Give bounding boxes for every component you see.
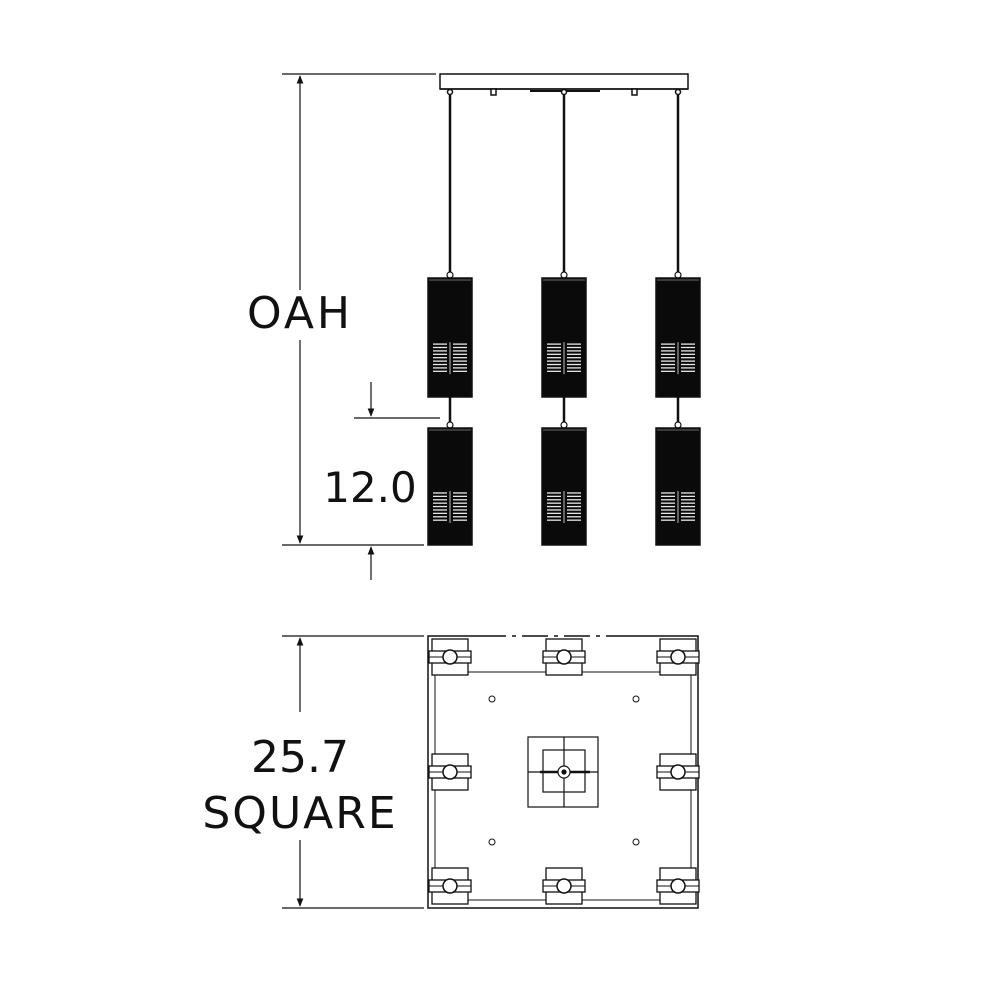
pendant-shade (427, 421, 473, 546)
plan-pendant-port (428, 638, 472, 676)
plan-pendant-port (656, 638, 700, 676)
width-value-label: 25.7 (251, 732, 349, 783)
plan-view (282, 634, 700, 909)
oah-dimension (282, 73, 436, 546)
pendant-shade (655, 271, 701, 398)
plan-center-canopy (527, 736, 599, 808)
canopy (439, 73, 689, 90)
plan-pendant-port (656, 753, 700, 791)
elevation-view (282, 73, 701, 580)
suspension-cords (448, 93, 680, 424)
width-dimension (282, 635, 424, 909)
spacing-label: 12.0 (323, 463, 417, 512)
plan-pendant-port (542, 867, 586, 905)
plan-pendant-port (542, 638, 586, 676)
plan-mounting-holes (488, 695, 640, 846)
plan-inner-frame (434, 671, 692, 901)
pendant-shade (655, 421, 701, 546)
pendant-shades (427, 271, 701, 546)
width-note-label: SQUARE (202, 788, 397, 839)
oah-label: OAH (247, 288, 353, 339)
pendant-shade (427, 271, 473, 398)
plan-pendant-port (428, 753, 472, 791)
plan-pendant-ports (428, 638, 700, 905)
plan-pendant-port (428, 867, 472, 905)
pendant-shade (541, 271, 587, 398)
plan-pendant-port (656, 867, 700, 905)
pendant-shade (541, 421, 587, 546)
spacing-dimension (354, 382, 440, 580)
